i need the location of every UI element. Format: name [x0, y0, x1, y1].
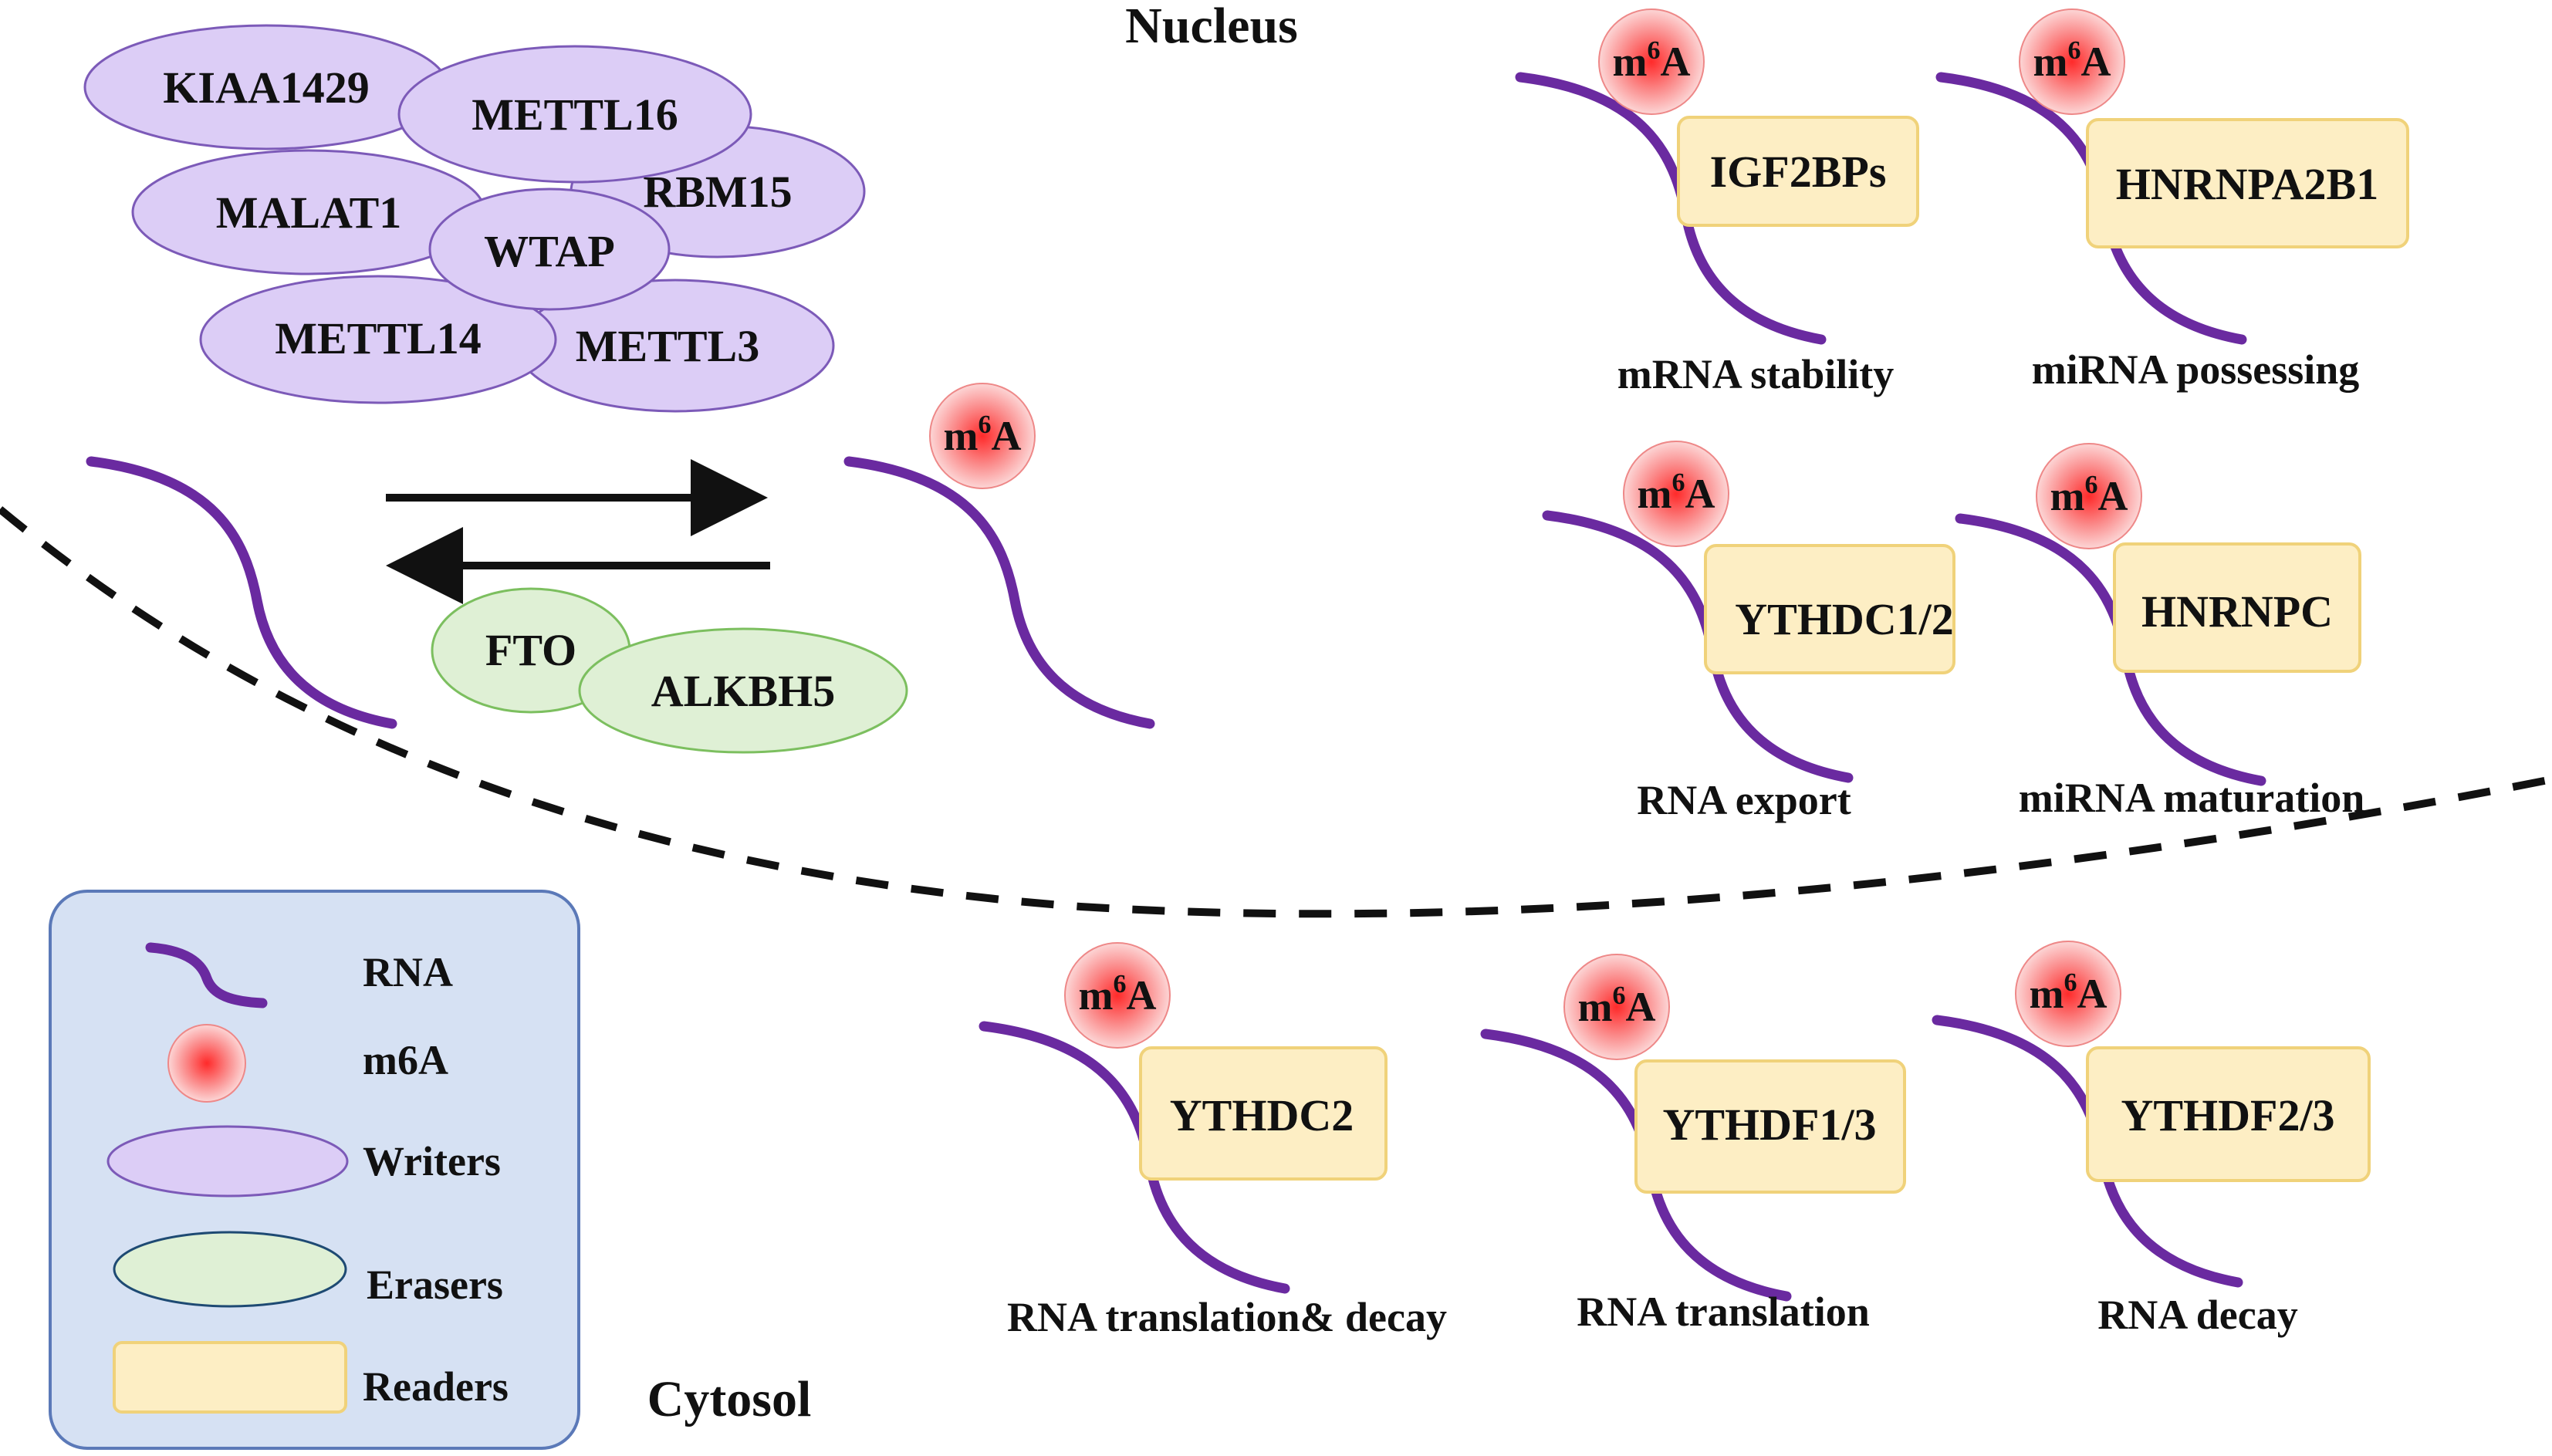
- legend-rna-label: RNA: [363, 949, 453, 995]
- reader-box: [1677, 116, 1919, 227]
- writer-label: RBM15: [643, 167, 792, 217]
- reader-function: RNA decay: [2097, 1292, 2297, 1338]
- writer-label: METTL3: [576, 321, 760, 371]
- reader-name: YTHDC1/2: [1735, 594, 1954, 644]
- legend-rna-swatch: [145, 942, 268, 1008]
- reader-unit-hnrnpa2b1: m6A HNRNPA2B1 miRNA possessing: [1941, 8, 2409, 393]
- reader-unit-hnrnpc: m6A HNRNPC miRNA maturation: [1960, 443, 2364, 821]
- reader-box: [1634, 1059, 1906, 1194]
- reader-unit-ythdc1-2: m6A YTHDC1/2 RNA export: [1547, 441, 1955, 823]
- reader-unit-ythdf2-3: m6A YTHDF2/3 RNA decay: [1937, 941, 2371, 1338]
- reader-unit-ythdf1-3: m6A YTHDF1/3 RNA translation: [1486, 954, 1906, 1335]
- legend-readers-label: Readers: [363, 1363, 509, 1410]
- writer-mettl16: [397, 45, 752, 184]
- legend-erasers-label: Erasers: [367, 1262, 503, 1308]
- m6a-mark-label: m6A: [2050, 471, 2128, 519]
- reader-box: [2086, 1046, 2371, 1182]
- eraser-alkbh5: [578, 627, 908, 754]
- eraser-label: ALKBH5: [651, 666, 836, 716]
- reader-function: mRNA stability: [1617, 351, 1895, 397]
- writer-label: KIAA1429: [163, 62, 369, 113]
- reader-name: YTHDF2/3: [2121, 1090, 2334, 1140]
- reader-box: [1139, 1046, 1388, 1181]
- m6a-mark-label: m6A: [1638, 468, 1715, 517]
- reader-name: YTHDF1/3: [1662, 1100, 1876, 1150]
- writer-label: WTAP: [484, 226, 615, 276]
- writer-wtap: [428, 187, 671, 311]
- m6a-mark-label: m6A: [1578, 981, 1656, 1030]
- reader-function: miRNA maturation: [2019, 775, 2364, 821]
- reader-name: HNRNPA2B1: [2116, 159, 2378, 209]
- legend-readers-swatch: [113, 1341, 347, 1414]
- unmodified-rna: [91, 461, 392, 724]
- cytosol-label: Cytosol: [647, 1371, 812, 1427]
- reader-function: RNA export: [1637, 777, 1851, 823]
- writer-mettl14: [199, 275, 557, 404]
- reader-unit-igf2bps: m6A IGF2BPs mRNA stability: [1520, 8, 1919, 397]
- reader-function: RNA translation: [1577, 1289, 1870, 1335]
- legend-erasers-swatch: [113, 1231, 347, 1308]
- legend-m6a-label: m6A: [363, 1037, 448, 1083]
- erasers-complex: FTO ALKBH5: [431, 587, 908, 754]
- eraser-label: FTO: [485, 625, 576, 675]
- nucleus-label: Nucleus: [1125, 0, 1298, 54]
- legend-writers-label: Writers: [363, 1138, 501, 1184]
- writer-label: METTL16: [472, 90, 678, 140]
- reader-box: [1704, 544, 1955, 674]
- reader-function: RNA translation& decay: [1007, 1294, 1447, 1340]
- methylated-rna: m6A: [849, 383, 1150, 724]
- legend: RNA m6A Writers Erasers Readers: [49, 890, 580, 1450]
- writers-complex: KIAA1429 METTL16 MALAT1 RBM15 WTAP METTL…: [83, 24, 866, 413]
- reader-name: YTHDC2: [1170, 1090, 1354, 1140]
- m6a-mark-label: m6A: [944, 410, 1022, 459]
- reader-function: miRNA possessing: [2032, 346, 2360, 393]
- nuclear-membrane: [0, 506, 2552, 918]
- writer-label: METTL14: [275, 313, 482, 363]
- reader-unit-ythdc2: m6A YTHDC2 RNA translation& decay: [984, 942, 1447, 1340]
- reader-name: HNRNPC: [2141, 586, 2333, 637]
- legend-m6a-swatch: [167, 1024, 246, 1103]
- reader-box: [2086, 118, 2409, 248]
- m6a-mark-label: m6A: [1613, 36, 1691, 85]
- m6a-mark-label: m6A: [1079, 970, 1157, 1019]
- m6a-mark-label: m6A: [2030, 968, 2108, 1017]
- legend-writers-swatch: [106, 1125, 349, 1198]
- reader-box: [2113, 542, 2361, 673]
- m6a-mark-label: m6A: [2033, 36, 2111, 85]
- reader-name: IGF2BPs: [1710, 147, 1887, 197]
- writer-label: MALAT1: [216, 187, 402, 238]
